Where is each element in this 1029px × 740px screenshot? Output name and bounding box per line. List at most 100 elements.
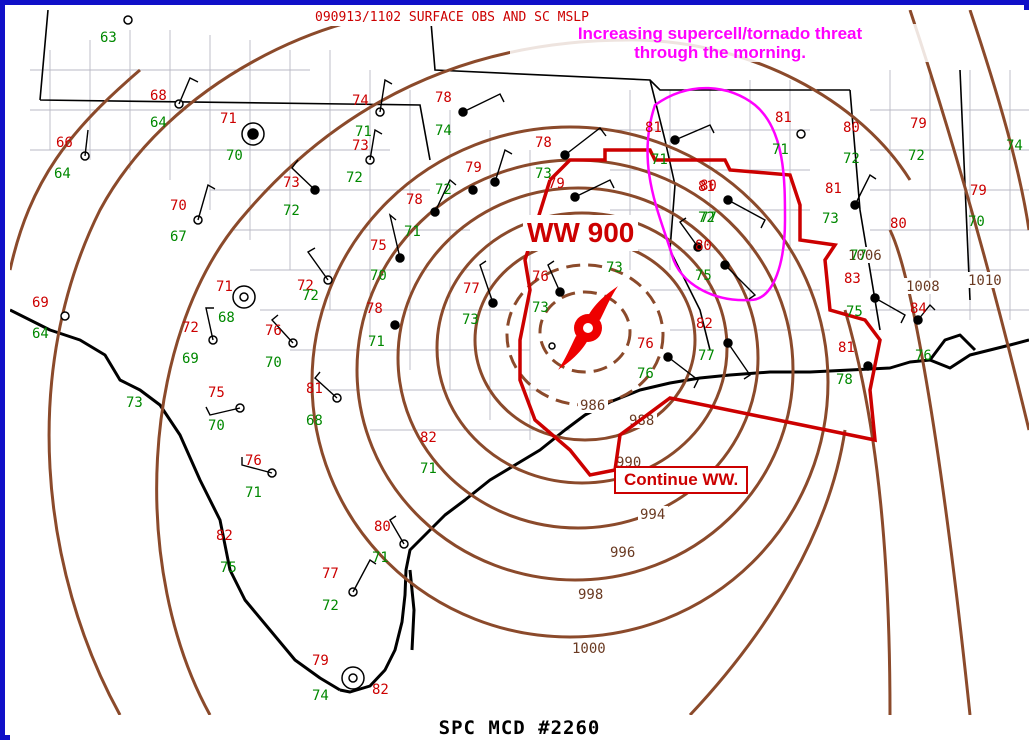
station-dewpoint: 74 — [1006, 138, 1023, 154]
isobar-outer — [968, 10, 1029, 231]
station-dewpoint: 71 — [772, 142, 789, 158]
station-dewpoint: 70 — [226, 148, 243, 164]
station-temperature: 76 — [245, 453, 262, 469]
station-temperature: 66 — [56, 135, 73, 151]
station-temperature: 80 — [700, 178, 717, 194]
isobar-outer — [47, 10, 431, 715]
station-marker — [239, 292, 249, 302]
station-temperature: 79 — [970, 183, 987, 199]
station-temperature: 81 — [698, 179, 715, 195]
station-dewpoint: 71 — [651, 152, 668, 168]
station-temperature: 72 — [297, 278, 314, 294]
isobar-outer — [843, 309, 892, 715]
station-temperature: 81 — [825, 181, 842, 197]
station-temperature: 82 — [420, 430, 437, 446]
station-dewpoint: 72 — [698, 210, 715, 226]
isobar-outer — [10, 68, 141, 271]
watch-label: WW 900 — [523, 215, 639, 251]
isobar-outer — [688, 429, 847, 715]
station-dewpoint: 71 — [420, 461, 437, 477]
station-temperature: 78 — [406, 192, 423, 208]
isobar-ring — [435, 211, 729, 485]
surface-analysis-map: 986 988 990 994 996 998 1000 1006 1008 1… — [10, 10, 1029, 715]
threat-annotation-line: through the morning. — [634, 43, 806, 62]
station-temperature: 72 — [182, 320, 199, 336]
station-temperature: 79 — [548, 176, 565, 192]
station-dewpoint: 77 — [698, 348, 715, 364]
isobar-label-994: 994 — [640, 507, 665, 523]
station-temperature: 76 — [637, 336, 654, 352]
station-dewpoint: 73 — [535, 166, 552, 182]
station-dewpoint: 64 — [54, 166, 71, 182]
station-dewpoint: 71 — [368, 334, 385, 350]
station-dewpoint: 71 — [404, 224, 421, 240]
station-dewpoint: 70 — [208, 418, 225, 434]
station-marker — [863, 361, 873, 371]
station-temperature: 76 — [265, 323, 282, 339]
map-graphic: 986 988 990 994 996 998 1000 1006 1008 1… — [10, 10, 1029, 715]
station-temperature: 73 — [352, 138, 369, 154]
station-marker-ring — [232, 285, 256, 309]
station-dewpoint: 68 — [218, 310, 235, 326]
station-temperature: 78 — [535, 135, 552, 151]
station-temperature: 80 — [695, 238, 712, 254]
station-temperature: 79 — [465, 160, 482, 176]
station-dewpoint: 73 — [126, 395, 143, 411]
station-dewpoint: 72 — [283, 203, 300, 219]
station-temperature: 77 — [322, 566, 339, 582]
station-temperature: 75 — [208, 385, 225, 401]
isobar-label-998: 998 — [578, 587, 603, 603]
station-dewpoint: 63 — [100, 30, 117, 46]
threat-area-outline — [646, 86, 787, 302]
station-dewpoint: 73 — [532, 300, 549, 316]
continue-watch-label: Continue WW. — [614, 466, 749, 494]
footer-title: SPC MCD #2260 — [438, 717, 601, 739]
station-dewpoint: 64 — [32, 326, 49, 342]
station-dewpoint: 76 — [637, 366, 654, 382]
isobar-label-996: 996 — [610, 545, 635, 561]
station-dewpoint: 72 — [843, 151, 860, 167]
isobar-ring — [538, 290, 632, 374]
station-marker — [390, 320, 400, 330]
station-values: 63 68 64 66 64 71 70 74 71 78 74 73 72 7… — [32, 30, 1023, 704]
station-temperature: 68 — [150, 88, 167, 104]
station-dewpoint: 73 — [822, 211, 839, 227]
station-dewpoint: 68 — [306, 413, 323, 429]
station-marker — [123, 15, 133, 25]
station-temperature: 75 — [370, 238, 387, 254]
station-dewpoint: 75 — [846, 304, 863, 320]
analysis-header: 090913/1102 SURFACE OBS AND SC MSLP — [312, 10, 592, 26]
station-temperature: 82 — [372, 682, 389, 698]
station-marker — [247, 128, 259, 140]
station-dewpoint: 72 — [346, 170, 363, 186]
station-dewpoint: 76 — [915, 348, 932, 364]
station-dewpoint: 70 — [265, 355, 282, 371]
station-marker — [348, 673, 358, 683]
station-temperature: 78 — [366, 301, 383, 317]
station-dewpoint: 75 — [220, 560, 237, 576]
station-dewpoint: 69 — [182, 351, 199, 367]
station-dewpoint: 74 — [435, 123, 452, 139]
station-temperature: 80 — [843, 120, 860, 136]
station-temperature: 74 — [352, 93, 369, 109]
station-temperature: 81 — [306, 381, 323, 397]
station-marker — [60, 311, 70, 321]
isobar-label-1010: 1010 — [968, 273, 1002, 289]
station-dewpoint: 72 — [908, 148, 925, 164]
rio-grande-border — [10, 308, 341, 692]
station-dewpoint: 67 — [170, 229, 187, 245]
isobar-outer — [888, 229, 972, 715]
isobar-outer — [908, 10, 1029, 431]
station-dewpoint: 71 — [355, 124, 372, 140]
isobar-ring — [310, 125, 830, 639]
station-marker-ring — [341, 666, 365, 690]
station-temperature: 81 — [838, 340, 855, 356]
station-dewpoint: 73 — [462, 312, 479, 328]
station-temperature: 84 — [910, 301, 927, 317]
station-temperature: 81 — [645, 120, 662, 136]
station-temperature: 70 — [170, 198, 187, 214]
isobar-label-1006: 1006 — [848, 248, 882, 264]
station-dewpoint: 71 — [245, 485, 262, 501]
station-temperature: 83 — [844, 271, 861, 287]
